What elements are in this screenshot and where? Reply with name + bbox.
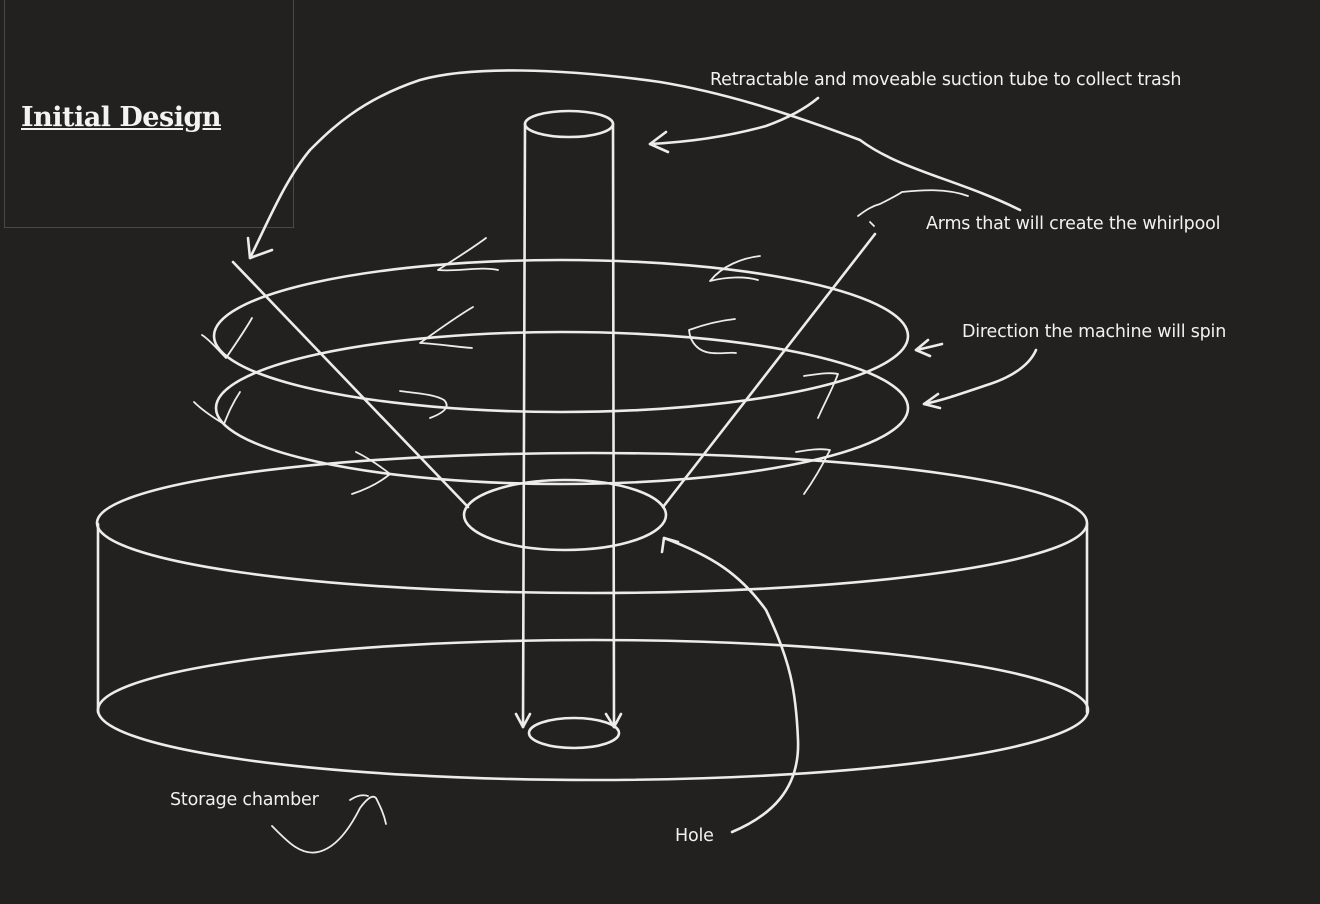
storage-bottom-rim (96, 638, 1090, 782)
spin-direction-marks (193, 189, 969, 495)
tube-left-wall (521, 122, 527, 729)
page-title: Initial Design (21, 102, 221, 133)
arms-arrow (248, 69, 1022, 260)
tube-top (523, 109, 615, 139)
left-arm (231, 260, 470, 509)
storage-chamber (95, 451, 1090, 782)
arms-label: Arms that will create the whirlpool (926, 214, 1221, 234)
spin-arrow-lower (922, 348, 1038, 406)
upper-disc (212, 258, 910, 414)
tube-arrow (648, 96, 820, 146)
storage-top-rim (95, 451, 1089, 595)
tube-right-wall (611, 122, 616, 729)
title-frame (4, 0, 294, 228)
hole-arrow (662, 536, 800, 834)
hole-label: Hole (675, 826, 714, 846)
lower-disc (214, 330, 910, 486)
spin-discs (212, 258, 910, 486)
tube-outlet (527, 716, 621, 750)
annotation-arrows (246, 69, 1038, 854)
whirlpool-arms (231, 232, 877, 552)
right-arm (661, 232, 877, 509)
storage-squiggle (271, 795, 387, 854)
spin-direction-label: Direction the machine will spin (962, 322, 1227, 342)
hole-ellipse (462, 478, 668, 552)
storage-chamber-label: Storage chamber (170, 790, 319, 810)
tube-left-arrowhead (514, 712, 532, 729)
suction-tube-label: Retractable and moveable suction tube to… (710, 70, 1182, 90)
suction-tube (514, 109, 623, 750)
